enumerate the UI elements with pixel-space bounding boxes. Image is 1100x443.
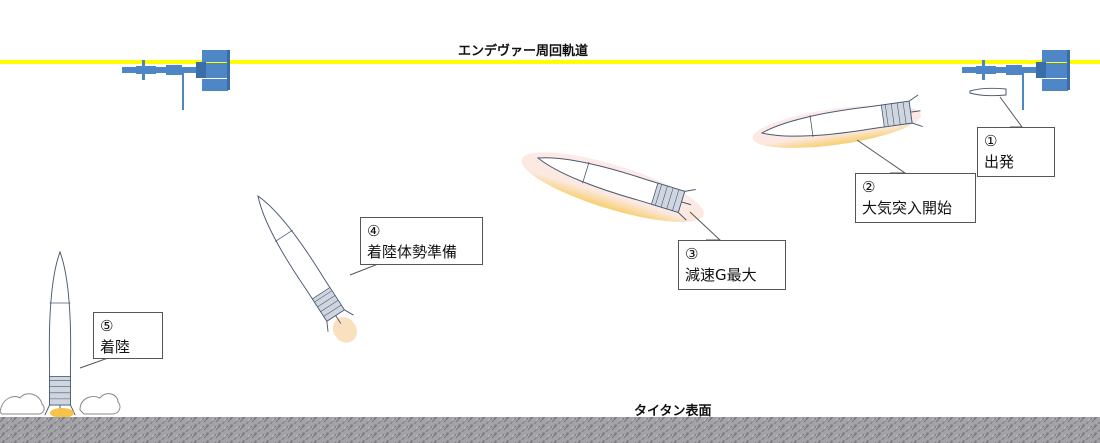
lander-landing-prep <box>244 187 357 343</box>
step-number: ② <box>862 178 876 196</box>
lander-entry <box>752 94 924 150</box>
surface-label: タイタン表面 <box>634 404 712 419</box>
lander-landed <box>44 251 76 416</box>
orbit-label: エンデヴァー周回軌道 <box>458 44 589 59</box>
callout-pointers <box>79 96 1023 369</box>
callout-step-1: ① 出発 <box>977 127 1055 177</box>
callout-step-2: ② 大気突入開始 <box>855 173 976 223</box>
titan-ground <box>0 417 1100 443</box>
callout-step-4: ④ 着陸体勢準備 <box>360 217 483 265</box>
callout-step-5: ⑤ 着陸 <box>93 312 163 359</box>
step-label: 減速G最大 <box>685 266 757 284</box>
step-label: 出発 <box>984 153 1015 171</box>
departing-lander <box>969 87 1007 97</box>
step-label: 着陸体勢準備 <box>367 243 458 261</box>
dust-clouds <box>0 393 121 415</box>
step-number: ⑤ <box>100 317 114 335</box>
step-number: ① <box>984 132 998 150</box>
callout-step-3: ③ 減速G最大 <box>678 240 786 290</box>
lander-max-deceleration <box>521 142 704 222</box>
orbiter-endeavour-left <box>122 50 230 110</box>
orbiter-endeavour-right <box>962 50 1070 110</box>
step-label: 大気突入開始 <box>862 199 953 217</box>
step-number: ④ <box>367 222 381 240</box>
step-label: 着陸 <box>100 338 131 356</box>
engine-glow <box>50 408 74 418</box>
step-number: ③ <box>685 245 699 263</box>
